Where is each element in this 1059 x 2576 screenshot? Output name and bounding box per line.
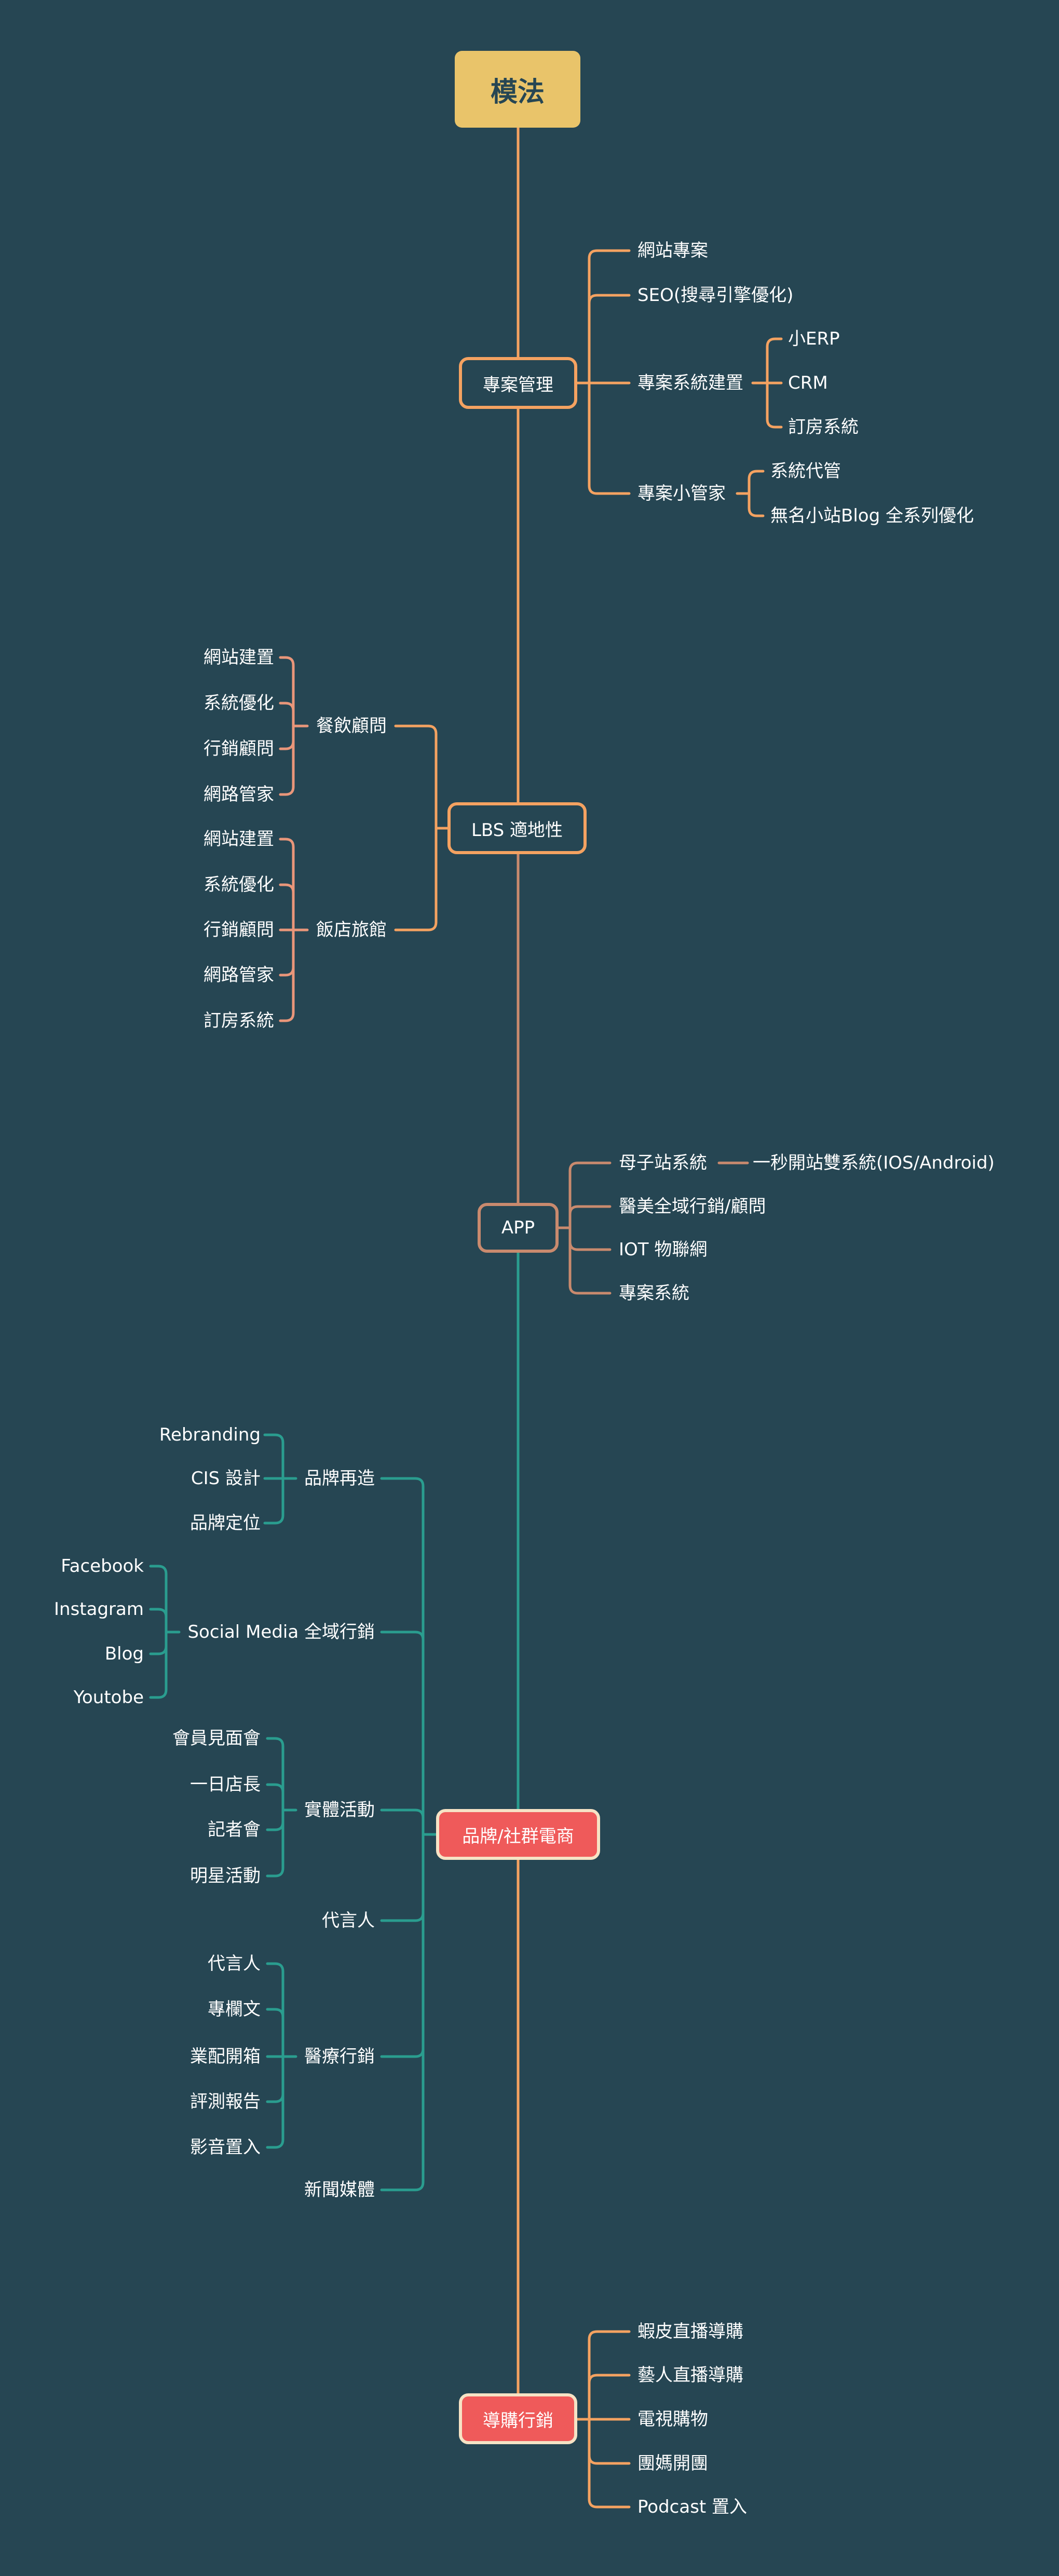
node-leaf[interactable]: 藝人直播導購 <box>637 2365 743 2386</box>
node-spokesperson[interactable]: 代言人 <box>322 1910 375 1931</box>
node-project-system[interactable]: 專案系統建置 <box>637 373 743 393</box>
node-crm[interactable]: CRM <box>788 373 828 393</box>
node-iot[interactable]: IOT 物聯網 <box>619 1239 708 1260</box>
node-medical-beauty[interactable]: 醫美全域行銷/顧問 <box>619 1196 766 1217</box>
node-leaf[interactable]: 代言人 <box>208 1953 261 1974</box>
node-erp[interactable]: 小ERP <box>788 328 840 349</box>
connector <box>279 838 309 1022</box>
node-leaf[interactable]: 業配開箱 <box>190 2046 261 2067</box>
node-mother-child-site[interactable]: 母子站系統 <box>619 1153 707 1173</box>
branch-shopping-guide[interactable]: 導購行銷 <box>459 2393 577 2444</box>
node-dual-system[interactable]: 一秒開站雙系統(IOS/Android) <box>753 1153 995 1173</box>
node-leaf[interactable]: Rebranding <box>159 1424 261 1445</box>
node-events[interactable]: 實體活動 <box>304 1800 375 1820</box>
branch-lbs[interactable]: LBS 適地性 <box>447 802 587 854</box>
node-system-hosting[interactable]: 系統代管 <box>770 461 841 482</box>
connector <box>149 1565 181 1699</box>
node-leaf[interactable]: 明星活動 <box>190 1866 261 1886</box>
node-leaf[interactable]: 網站建置 <box>203 647 274 668</box>
node-news-media[interactable]: 新聞媒體 <box>304 2180 375 2200</box>
node-leaf[interactable]: 記者會 <box>208 1819 261 1840</box>
node-leaf[interactable]: 蝦皮直播導購 <box>637 2321 743 2342</box>
node-leaf[interactable]: 評測報告 <box>190 2091 261 2112</box>
node-leaf[interactable]: 網站建置 <box>203 829 274 849</box>
node-blog-optimization[interactable]: 無名小站Blog 全系列優化 <box>770 505 974 526</box>
node-leaf[interactable]: CIS 設計 <box>191 1468 261 1489</box>
node-leaf[interactable]: 系統優化 <box>203 693 274 714</box>
node-seo[interactable]: SEO(搜尋引擎優化) <box>637 285 794 306</box>
node-leaf[interactable]: Facebook <box>61 1556 144 1577</box>
connector <box>588 249 631 495</box>
connector <box>266 1737 297 1878</box>
node-leaf[interactable]: 電視購物 <box>637 2409 708 2430</box>
node-leaf[interactable]: 影音置入 <box>190 2137 261 2158</box>
node-leaf[interactable]: 品牌定位 <box>190 1513 261 1533</box>
node-booking[interactable]: 訂房系統 <box>788 417 859 437</box>
node-project-butler[interactable]: 專案小管家 <box>637 483 726 504</box>
node-leaf[interactable]: 網路管家 <box>203 784 274 805</box>
node-hotel[interactable]: 飯店旅館 <box>316 920 387 940</box>
branch-app[interactable]: APP <box>478 1203 559 1253</box>
node-leaf[interactable]: Podcast 置入 <box>637 2497 748 2517</box>
node-leaf[interactable]: 一日店長 <box>190 1774 261 1795</box>
node-leaf[interactable]: Blog <box>104 1643 144 1664</box>
node-medical-marketing[interactable]: 醫療行銷 <box>304 2046 375 2067</box>
connector <box>263 1433 297 1525</box>
node-leaf[interactable]: 團媽開團 <box>637 2453 708 2474</box>
node-leaf[interactable]: 行銷顧問 <box>203 920 274 940</box>
node-leaf[interactable]: 訂房系統 <box>203 1010 274 1031</box>
connector <box>736 470 765 517</box>
branch-project-management[interactable]: 專案管理 <box>459 357 577 409</box>
branch-brand-social[interactable]: 品牌/社群電商 <box>436 1809 600 1860</box>
node-leaf[interactable]: 網路管家 <box>203 965 274 985</box>
node-social-media[interactable]: Social Media 全域行銷 <box>187 1622 375 1642</box>
connector <box>266 1962 297 2149</box>
connector <box>555 1161 612 1295</box>
node-leaf[interactable]: 會員見面會 <box>172 1728 261 1749</box>
node-leaf[interactable]: 系統優化 <box>203 874 274 895</box>
connector <box>279 656 309 796</box>
node-restaurant-consulting[interactable]: 餐飲顧問 <box>316 716 387 736</box>
connector <box>751 337 783 429</box>
node-leaf[interactable]: Youtobe <box>73 1687 144 1708</box>
node-leaf[interactable]: Instagram <box>54 1599 144 1620</box>
node-leaf[interactable]: 行銷顧問 <box>203 738 274 759</box>
node-project-system[interactable]: 專案系統 <box>619 1283 689 1304</box>
node-website-project[interactable]: 網站專案 <box>637 240 708 261</box>
node-rebrand[interactable]: 品牌再造 <box>304 1468 375 1489</box>
root-node[interactable]: 模法 <box>455 51 580 128</box>
node-leaf[interactable]: 專欄文 <box>208 1999 261 2020</box>
connector <box>380 1477 438 2191</box>
